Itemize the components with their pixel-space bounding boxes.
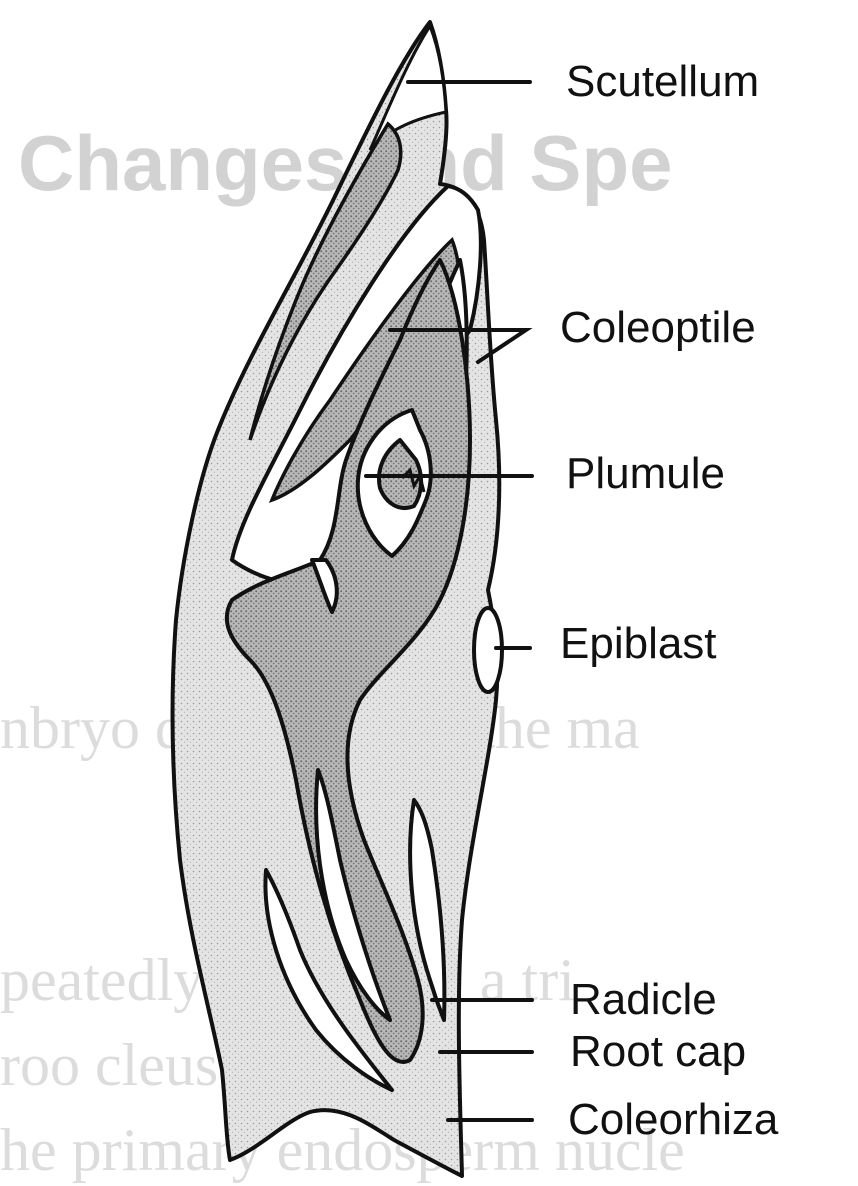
- coleorhiza-label: Coleorhiza: [568, 1095, 779, 1144]
- radicle-label: Radicle: [570, 975, 717, 1024]
- coleoptile-label: Coleoptile: [560, 303, 756, 352]
- labels: Scutellum Coleoptile Plumule Epiblast Ra…: [560, 57, 779, 1144]
- root-cap-label: Root cap: [570, 1027, 746, 1076]
- plumule-label: Plumule: [566, 449, 725, 498]
- epiblast-label: Epiblast: [560, 619, 717, 668]
- scutellum-label: Scutellum: [566, 57, 759, 106]
